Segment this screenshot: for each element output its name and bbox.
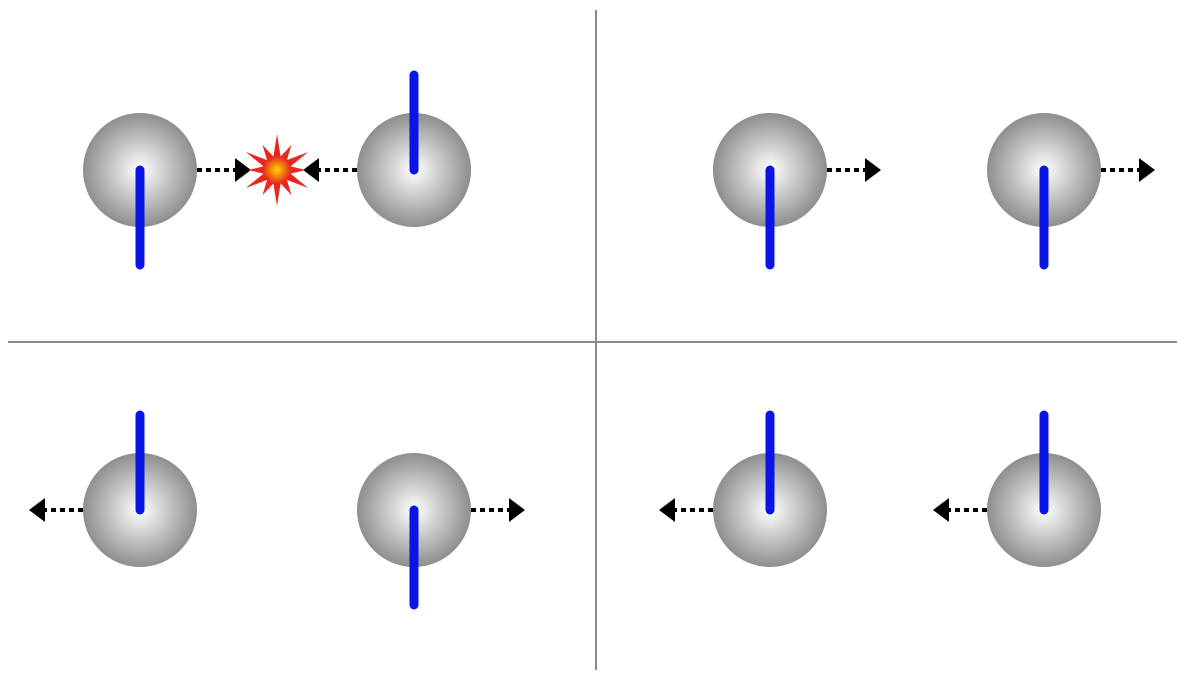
burst-core [263,156,291,184]
particle [713,113,881,270]
motion-arrow-left [303,158,357,182]
arrow-head [509,498,525,522]
motion-arrow-left [659,498,713,522]
arrow-head [29,498,45,522]
particle [357,453,525,610]
panel-collision [83,70,471,270]
motion-arrow-left [933,498,987,522]
arrow-head [865,158,881,182]
particle [987,113,1155,270]
particle [83,113,251,270]
motion-arrow-right [471,498,525,522]
particle [933,410,1101,567]
panel-both-spin-down-moving-right [713,113,1155,270]
motion-arrow-left [29,498,83,522]
panel-both-spin-up-moving-left [659,410,1101,567]
arrow-head [303,158,319,182]
motion-arrow-right [827,158,881,182]
particle [303,70,471,227]
collision-burst-icon [245,134,309,206]
arrow-head [1139,158,1155,182]
particle [659,410,827,567]
arrow-head [933,498,949,522]
motion-arrow-right [197,158,251,182]
particle [29,410,197,567]
arrow-head [659,498,675,522]
panel-spin-up-left-spin-down-right [29,410,525,610]
arrow-head [235,158,251,182]
motion-arrow-right [1101,158,1155,182]
